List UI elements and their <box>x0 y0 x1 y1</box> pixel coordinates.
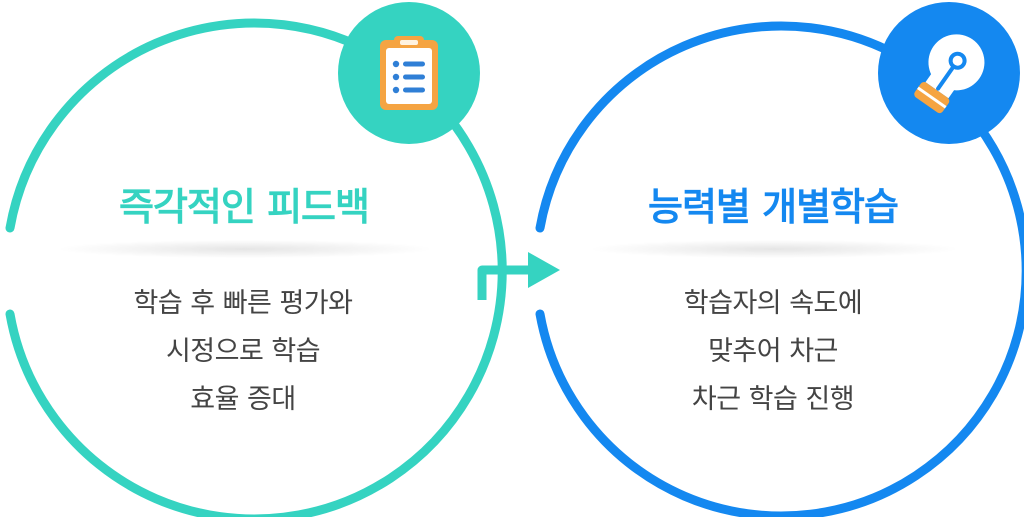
left-desc-line-1: 학습 후 빠른 평가와 <box>133 288 353 319</box>
left-card-description: 학습 후 빠른 평가와 시정으로 학습 효율 증대 <box>70 280 416 424</box>
right-ring <box>535 21 1024 517</box>
left-desc-line-3: 효율 증대 <box>190 384 296 415</box>
left-title-shadow <box>60 240 430 258</box>
left-desc-line-2: 시정으로 학습 <box>165 336 321 367</box>
right-card-description: 학습자의 속도에 맞추어 차근 차근 학습 진행 <box>600 280 946 424</box>
connector-line <box>477 265 540 300</box>
right-desc-line-2: 맞추어 차근 <box>708 336 838 367</box>
right-card-title: 능력별 개별학습 <box>648 185 899 229</box>
clipboard-badge <box>338 2 480 144</box>
right-desc-line-1: 학습자의 속도에 <box>683 288 863 319</box>
arrow-right-icon <box>528 252 560 288</box>
left-card-title: 즉각적인 피드백 <box>119 185 370 229</box>
lightbulb-badge <box>878 2 1020 144</box>
lightbulb-icon <box>914 34 985 114</box>
clipboard-icon <box>380 36 438 110</box>
right-title-shadow <box>592 240 956 258</box>
right-desc-line-3: 차근 학습 진행 <box>691 384 855 415</box>
